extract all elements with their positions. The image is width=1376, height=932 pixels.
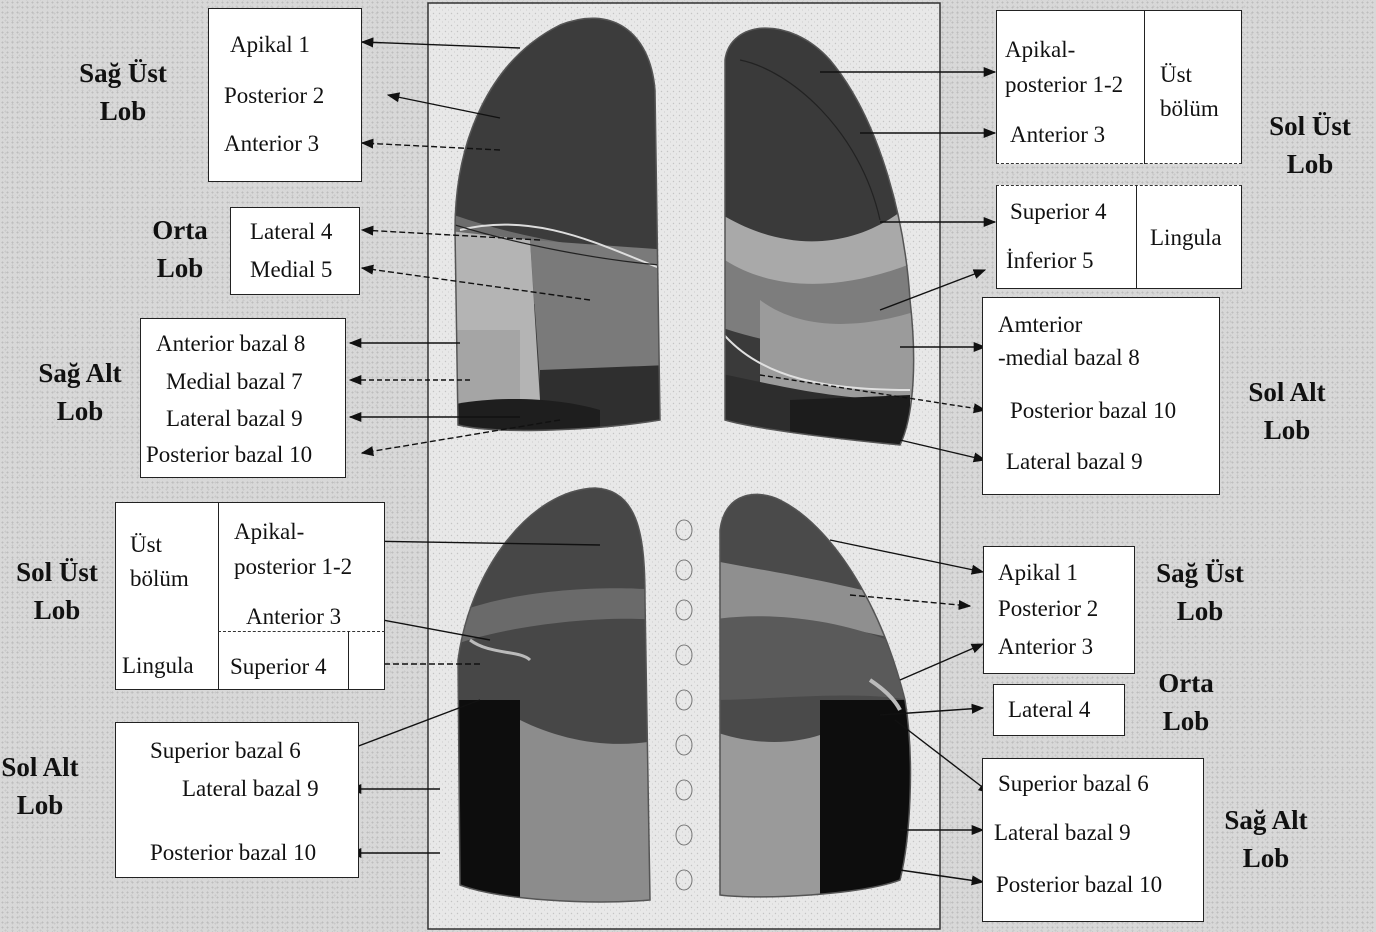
box-divider <box>1144 10 1145 164</box>
segment-label: posterior 1-2 <box>234 555 352 578</box>
segment-label: Apikal- <box>1005 38 1075 61</box>
segment-label: Posterior bazal 10 <box>146 443 312 466</box>
title-line-2: Lob <box>130 249 230 287</box>
front-right-lower-lobe-title: Sağ Alt Lob <box>20 354 140 430</box>
segment-label: Lateral 4 <box>250 220 332 243</box>
segment-label: Anterior 3 <box>224 132 319 155</box>
box-divider <box>1136 185 1137 289</box>
segment-label: Superior 4 <box>230 655 326 678</box>
back-middle-lobe-title: Orta Lob <box>1136 664 1236 740</box>
front-right-upper-lobe-title: Sağ Üst Lob <box>58 54 188 130</box>
segment-label: Amterior <box>998 313 1082 336</box>
segment-label: Lateral bazal 9 <box>994 821 1131 844</box>
segment-label: Lateral bazal 9 <box>1006 450 1143 473</box>
segment-label: İnferior 5 <box>1006 249 1094 272</box>
part-label: bölüm <box>130 567 189 590</box>
front-left-lower-lobe-title: Sol Alt Lob <box>1222 373 1352 449</box>
title-line-2: Lob <box>58 92 188 130</box>
segment-label: Posterior bazal 10 <box>150 841 316 864</box>
title-line-2: Lob <box>0 591 114 629</box>
title-line-1: Sağ Alt <box>1206 801 1326 839</box>
title-line-2: Lob <box>1136 702 1236 740</box>
part-label: Lingula <box>122 654 194 677</box>
segment-label: Posterior 2 <box>224 84 324 107</box>
title-line-1: Orta <box>130 211 230 249</box>
segment-label: Lateral 4 <box>1008 698 1090 721</box>
title-line-2: Lob <box>1222 411 1352 449</box>
part-label: Lingula <box>1150 226 1222 249</box>
title-line-2: Lob <box>1140 592 1260 630</box>
title-line-1: Orta <box>1136 664 1236 702</box>
front-middle-lobe-title: Orta Lob <box>130 211 230 287</box>
part-label: Üst <box>1160 63 1192 86</box>
segment-label: Anterior bazal 8 <box>156 332 305 355</box>
segment-label: Superior bazal 6 <box>150 739 301 762</box>
segment-label: Superior bazal 6 <box>998 772 1149 795</box>
back-right-upper-lobe-title: Sağ Üst Lob <box>1140 554 1260 630</box>
segment-label: Posterior bazal 10 <box>996 873 1162 896</box>
segment-label: Posterior bazal 10 <box>1010 399 1176 422</box>
title-line-1: Sol Üst <box>0 553 114 591</box>
box-divider <box>218 502 219 690</box>
segment-label: Apikal 1 <box>998 561 1078 584</box>
title-line-1: Sağ Üst <box>1140 554 1260 592</box>
segment-label: Lateral bazal 9 <box>182 777 319 800</box>
box-divider-dashed <box>218 631 385 632</box>
back-right-lower-lobe-title: Sağ Alt Lob <box>1206 801 1326 877</box>
box-divider <box>348 631 349 690</box>
front-left-upper-lobe-title: Sol Üst Lob <box>1250 107 1370 183</box>
part-label: bölüm <box>1160 97 1219 120</box>
segment-label: Medial 5 <box>250 258 332 281</box>
segment-label: -medial bazal 8 <box>998 346 1140 369</box>
title-line-2: Lob <box>0 786 80 824</box>
back-left-lower-lobe-title: Sol Alt Lob <box>0 748 80 824</box>
title-line-1: Sağ Alt <box>20 354 140 392</box>
segment-label: Anterior 3 <box>1010 123 1105 146</box>
title-line-1: Sol Alt <box>1222 373 1352 411</box>
segment-label: Apikal- <box>234 520 304 543</box>
part-label: Üst <box>130 533 162 556</box>
title-line-2: Lob <box>1250 145 1370 183</box>
segment-label: Superior 4 <box>1010 200 1106 223</box>
back-left-upper-lobe-title: Sol Üst Lob <box>0 553 114 629</box>
title-line-1: Sol Alt <box>0 748 80 786</box>
segment-label: Medial bazal 7 <box>166 370 303 393</box>
segment-label: Lateral bazal 9 <box>166 407 303 430</box>
segment-label: Posterior 2 <box>998 597 1098 620</box>
segment-label: Anterior 3 <box>998 635 1093 658</box>
segment-label: Apikal 1 <box>230 33 310 56</box>
segment-label: posterior 1-2 <box>1005 73 1123 96</box>
title-line-1: Sol Üst <box>1250 107 1370 145</box>
segment-label: Anterior 3 <box>246 605 341 628</box>
title-line-2: Lob <box>20 392 140 430</box>
title-line-2: Lob <box>1206 839 1326 877</box>
title-line-1: Sağ Üst <box>58 54 188 92</box>
